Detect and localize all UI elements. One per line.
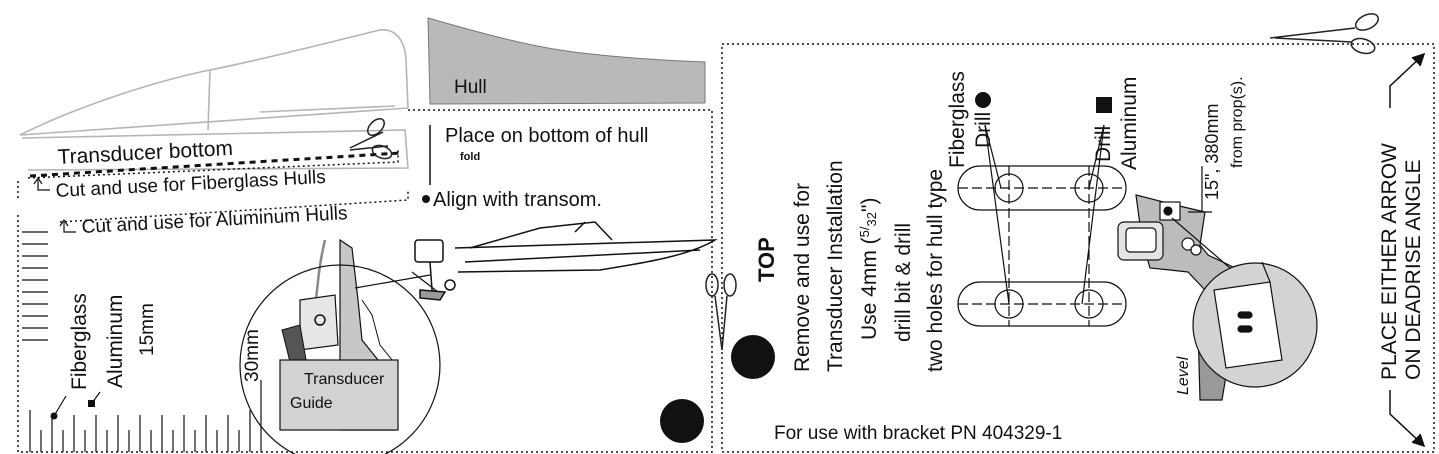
hull-shape: [427, 17, 706, 105]
align-dot-icon: [422, 195, 430, 203]
cut-aluminum-indicator: [59, 218, 76, 233]
bracket-label: For use with bracket PN 404329-1: [774, 423, 1062, 444]
aluminum-square-icon: [88, 400, 95, 407]
place-on-bottom-label: Place on bottom of hull: [445, 125, 648, 147]
aluminum-leader: [91, 391, 101, 404]
scale-30mm-label: 30mm: [242, 329, 263, 382]
step-2-number: 2: [673, 404, 691, 440]
drill-fiberglass-dot-icon: [975, 92, 991, 108]
guide-label-line2: Guide: [290, 395, 333, 412]
cut-fiberglass-label: Cut and use for Fiberglass Hulls: [55, 167, 326, 202]
align-transom-label: Align with transom.: [433, 189, 602, 211]
fold-label: fold: [460, 151, 480, 163]
instruction-line-5: two holes for hull type: [924, 169, 947, 372]
distance-label: 15", 380mm: [1202, 104, 1222, 200]
right-panel-border: [721, 43, 1435, 453]
fiberglass-label: Fiberglass: [946, 71, 969, 168]
deadrise-arrows: [1389, 52, 1426, 448]
hull-label: Hull: [454, 77, 487, 98]
step-2-badge: [660, 399, 704, 443]
scale-15mm-label: 15mm: [137, 303, 158, 356]
left-panel-border: [17, 109, 713, 453]
guide-label-line1: Transducer: [304, 371, 385, 388]
aluminum-label: Aluminum: [1118, 77, 1141, 170]
boat-outline-sketch: [19, 29, 409, 171]
scale-aluminum-label: Aluminum: [104, 295, 127, 388]
instruction-line-3: Use 4mm (5/32"): [857, 198, 881, 340]
fiberglass-leader: [53, 395, 67, 417]
instruction-line-2: Transducer Installation: [824, 160, 847, 372]
magnified-detail: [1171, 217, 1318, 388]
instruction-line-1: Remove and use for: [791, 183, 814, 372]
from-prop-label: from prop(s).: [1229, 76, 1246, 168]
deadrise-line-2: ON DEADRISE ANGLE: [1402, 159, 1425, 380]
scissors-top-right-icon: [1269, 13, 1380, 55]
level-label: Level: [1175, 356, 1192, 395]
scissors-icon: [349, 118, 393, 160]
drill-fiberglass-label: Drill: [972, 112, 995, 148]
transducer-guide-illustration: [239, 238, 441, 454]
instruction-line-4: drill bit & drill: [892, 223, 915, 342]
ruler-scale: [22, 231, 262, 452]
step-1-badge: [731, 335, 775, 379]
step-1-number: 1: [735, 348, 771, 366]
deadrise-line-1: PLACE EITHER ARROW: [1378, 143, 1401, 380]
top-label: TOP: [754, 237, 779, 282]
drill-aluminum-square-icon: [1096, 97, 1112, 113]
boat-side-view: [414, 221, 718, 301]
cut-line-dashed: [29, 151, 401, 178]
scissors-left-edge-icon: [705, 273, 737, 351]
scale-fiberglass-label: Fiberglass: [68, 293, 91, 390]
drill-holes-diagram: [957, 124, 1127, 327]
cut-fiberglass-indicator: [33, 176, 50, 191]
cut-aluminum-label: Cut and use for Aluminum Hulls: [81, 203, 348, 238]
